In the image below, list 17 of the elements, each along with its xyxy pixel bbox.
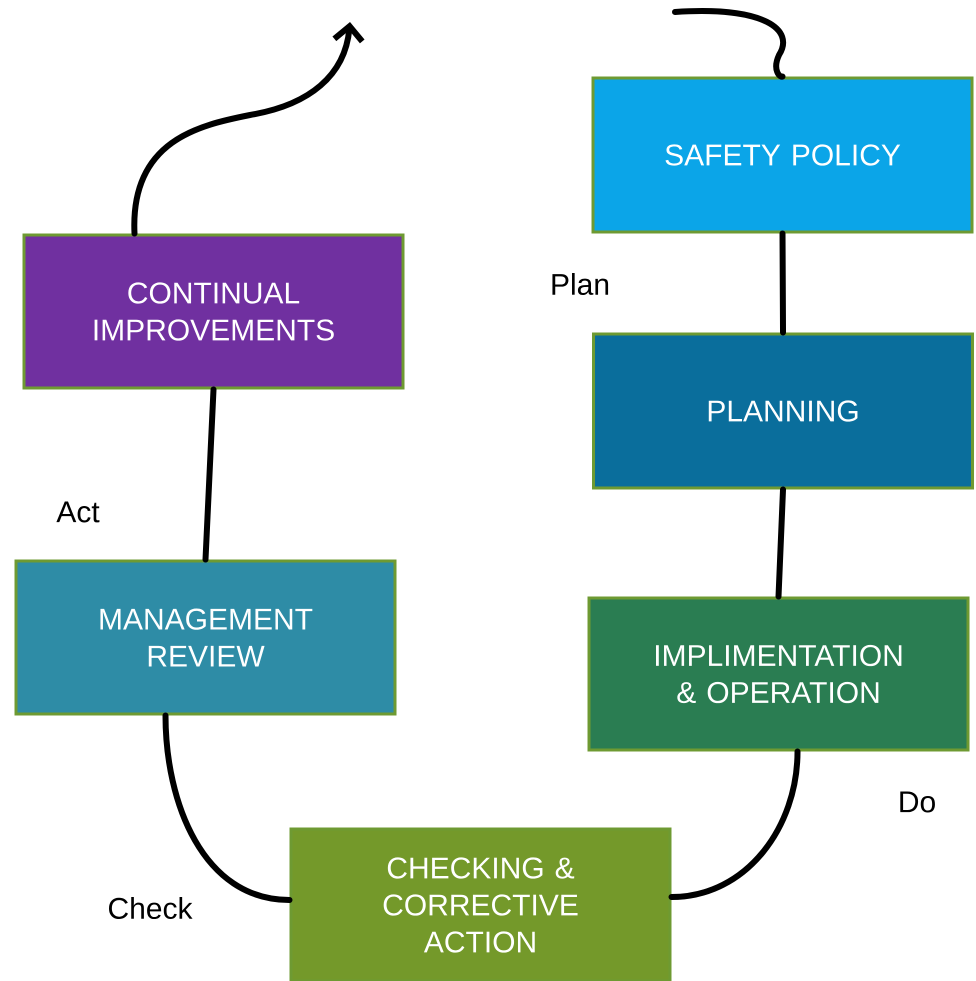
phase-label: Check: [109, 897, 193, 920]
process-box: CONTINUAL IMPROVEMENTS: [22, 234, 404, 390]
connector: [202, 386, 216, 562]
connector: [672, 8, 786, 80]
connector: [668, 748, 801, 900]
connector: [132, 22, 365, 236]
process-box: CHECKING & CORRECTIVE ACTION: [290, 828, 672, 981]
process-box: SAFETY POLICY: [592, 76, 974, 234]
phase-label: Plan: [552, 272, 608, 296]
connector: [780, 230, 786, 336]
phase-label: Do: [900, 792, 935, 812]
process-box: MANAGEMENT REVIEW: [14, 560, 396, 716]
phase-label: Act: [56, 502, 100, 522]
process-box: PLANNING: [592, 332, 974, 490]
process-box: IMPLIMENTATION & OPERATION: [588, 596, 970, 752]
connector: [162, 712, 292, 903]
connector: [776, 486, 786, 600]
